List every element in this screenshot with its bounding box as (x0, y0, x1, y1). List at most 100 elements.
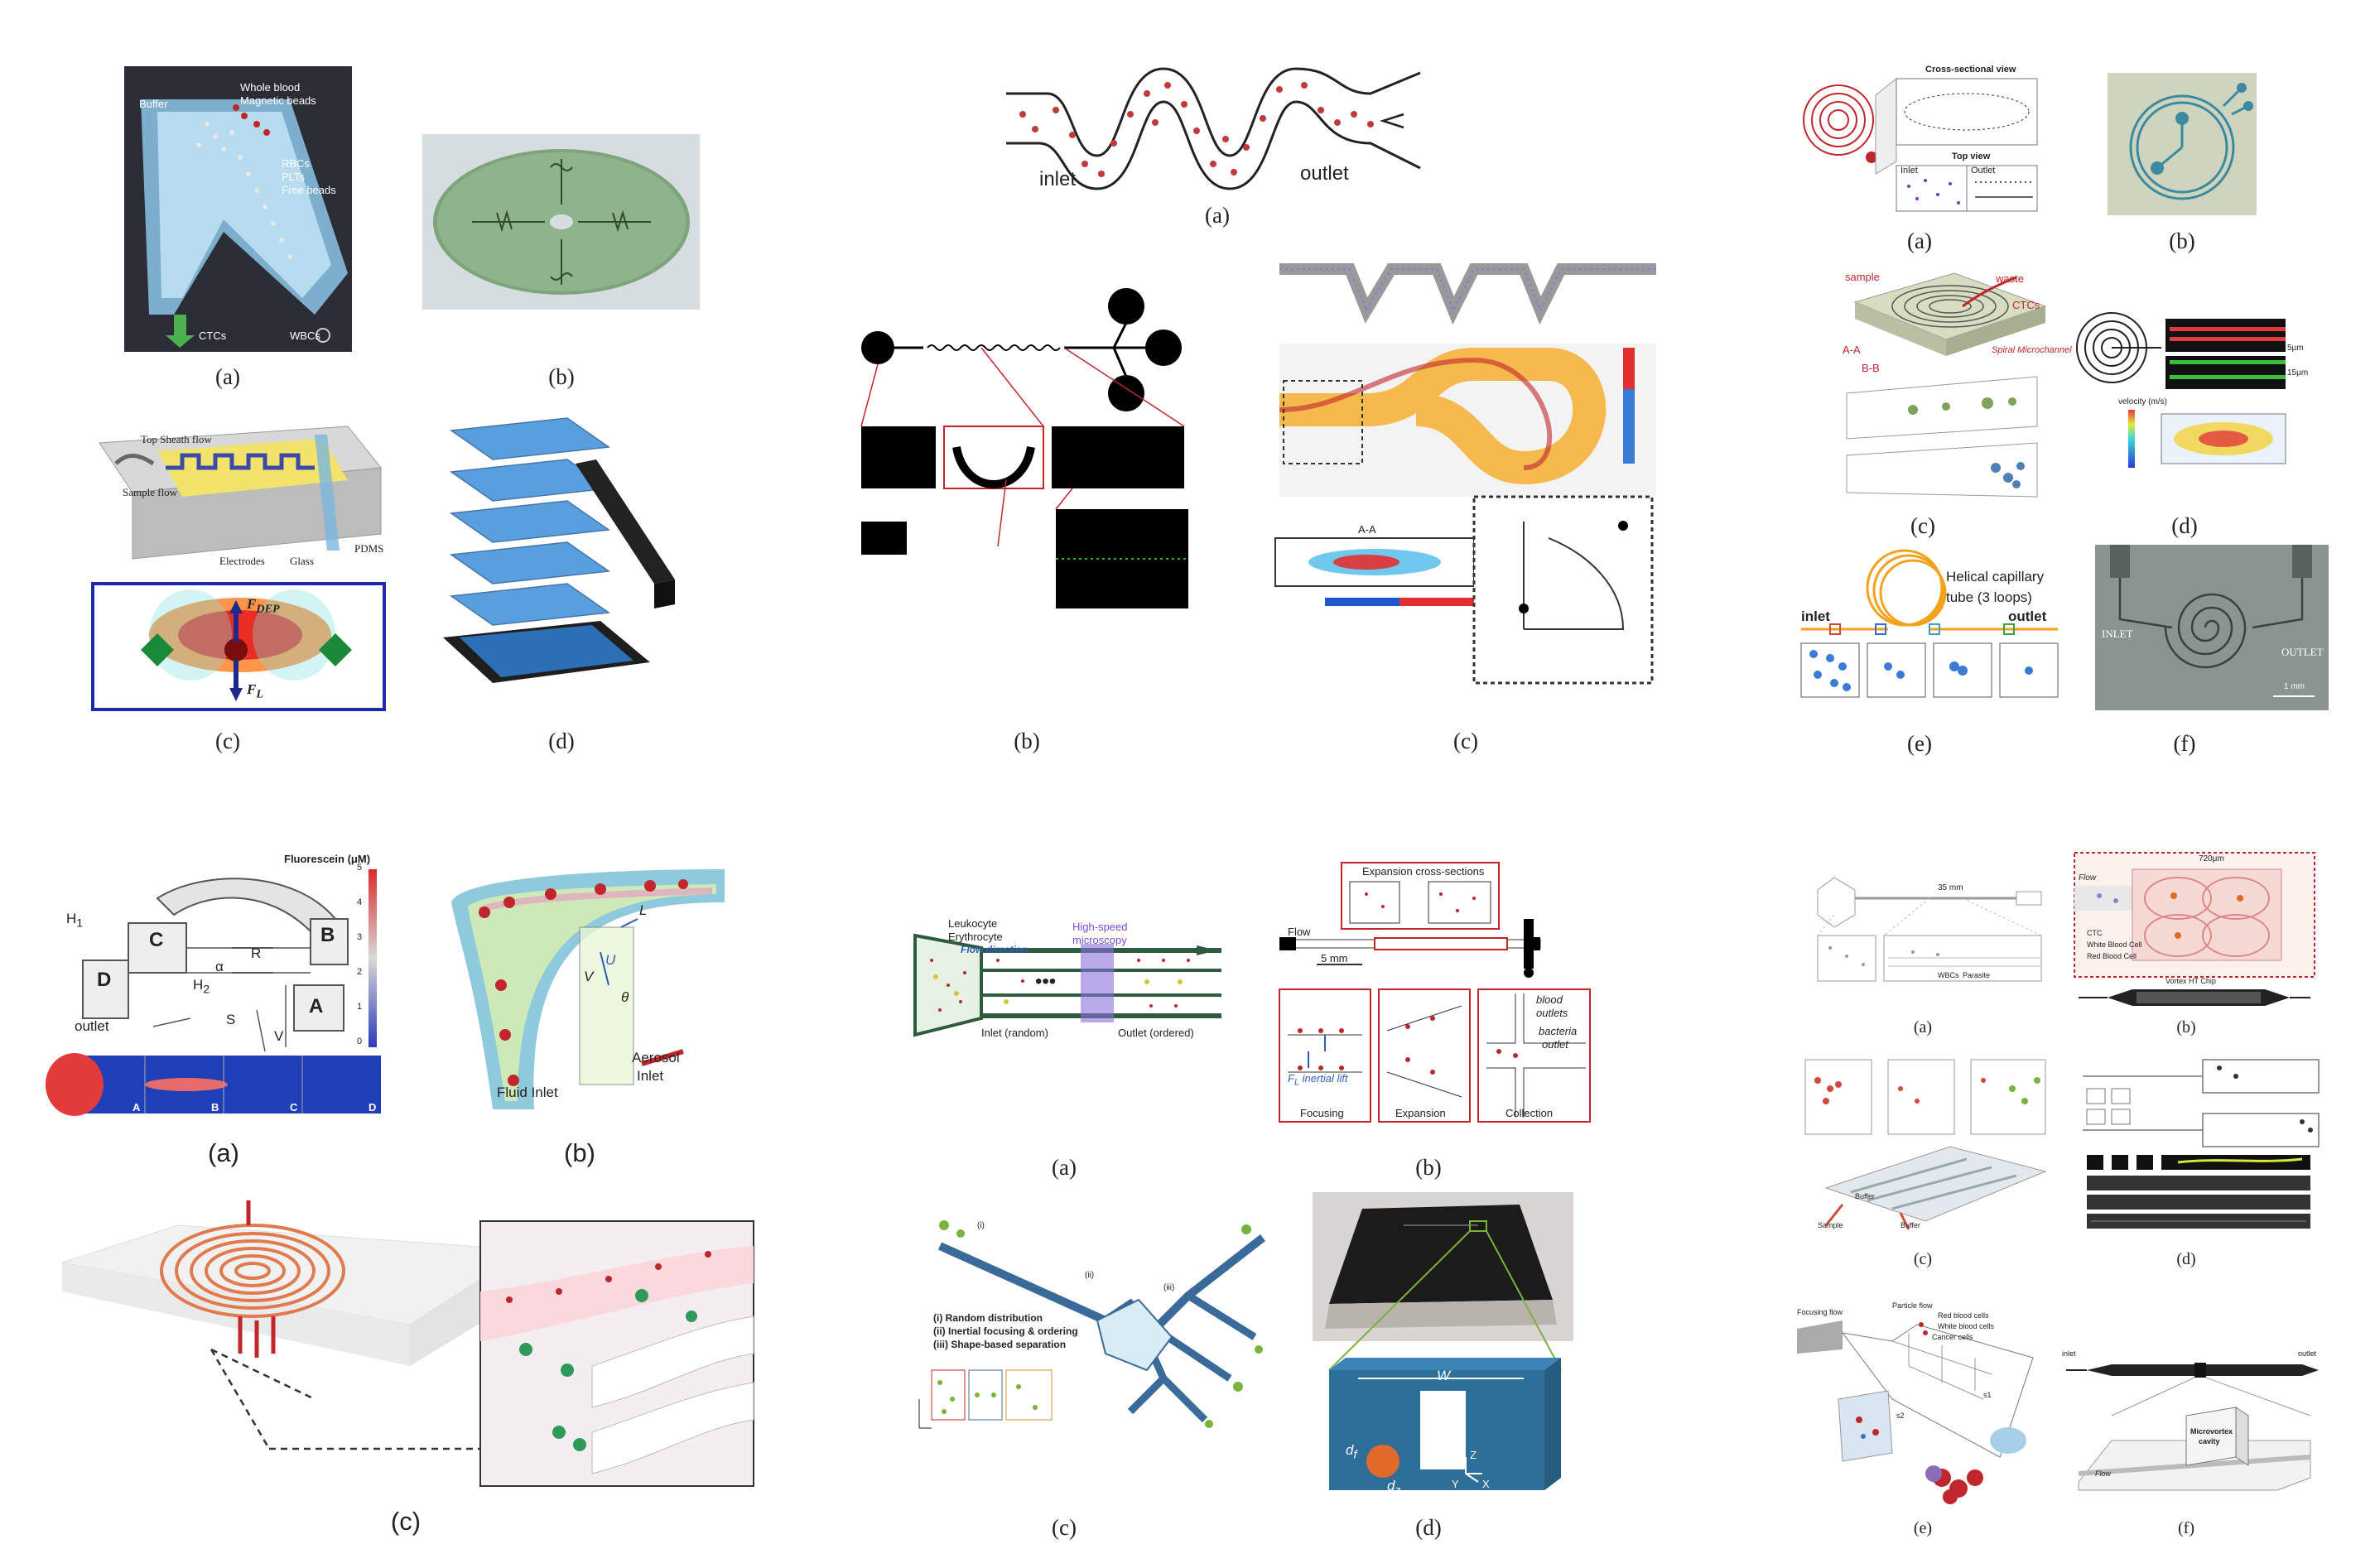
g4a-a-label: A (309, 995, 324, 1017)
g6e-particle-label: Particle flow (1892, 1301, 1933, 1310)
g3f-inlet-label: INLET (2102, 628, 2133, 640)
fig-g3f-spiral-photo: INLET OUTLET 1 mm (2095, 545, 2329, 710)
caption-g3e: (e) (1907, 731, 1932, 756)
caption-g4c: (c) (390, 1507, 422, 1536)
g3d-v2-label: 15μm (2287, 368, 2309, 378)
g5b-expansion-cs-label: Expansion cross-sections (1362, 865, 1485, 878)
caption-g4a: (a) (208, 1138, 239, 1167)
g6a-illustration (1817, 877, 2042, 982)
g4a-alpha-label: α (215, 959, 224, 974)
g6f-outlet-label: outlet (2298, 1349, 2317, 1358)
g4b-illustration (451, 869, 725, 1109)
caption-g6e: (e) (1913, 1519, 1933, 1537)
g5b-bacteria-label: bacteria (1539, 1025, 1578, 1037)
fig-g3a-spiral-cross-section: Cross-sectional view Top view Inlet Outl… (1801, 65, 2041, 215)
caption-g1a: (a) (215, 364, 240, 389)
g5b-blood-label: blood (1536, 993, 1563, 1006)
g5b-illustration (1279, 862, 1591, 1123)
g6a-parasite-label: Parasite (1963, 971, 1991, 979)
g3d-illustration (2076, 312, 2286, 468)
g2a-inlet-label: inlet (1039, 168, 1077, 190)
g5d-z-label: Z (1470, 1449, 1477, 1461)
g4a-c-label: C (149, 929, 164, 951)
g5d-dz-label: dz (1387, 1478, 1401, 1498)
g1a-plts-label: PLTs (282, 171, 305, 183)
g6e-s1-label: s1 (1983, 1391, 1992, 1399)
g4a-h1-label: H1 (66, 911, 84, 931)
caption-g5a: (a) (1052, 1155, 1077, 1180)
g4a-tick: 1 (357, 1002, 363, 1012)
g4a-d-label: D (97, 969, 112, 991)
fig-g5a-inertial-ordering: ••• Leukocyte Erythrocyte Flow direction… (913, 917, 1221, 1043)
g5b-outlet-label: outlet (1542, 1038, 1568, 1051)
caption-g2a: (a) (1205, 203, 1230, 228)
g4a-outlet-label: outlet (75, 1018, 109, 1034)
g5b-focusing-label: Focusing (1300, 1107, 1344, 1119)
g1a-whole-blood-label: Whole blood (240, 81, 301, 94)
fig-g6c-buffer-sample-chip: Buffer Sample Buffer (1801, 1056, 2050, 1234)
g1a-magnetic-beads-label: Magnetic beads (240, 94, 316, 107)
caption-g6d: (d) (2176, 1250, 2196, 1268)
fig-g5b-expansion-device: Expansion cross-sections Flow 5 mm FL in… (1275, 861, 1594, 1126)
g2a-illustration (1006, 67, 1421, 190)
g5b-outlets-label: outlets (1536, 1007, 1568, 1019)
g4b-vr-label: V (584, 969, 594, 984)
caption-g1b: (b) (548, 364, 575, 389)
g6b-dim-label: 720μm (2199, 854, 2224, 863)
g3e-illustration (1800, 549, 2059, 698)
g1c-glass-label: Glass (290, 555, 314, 567)
g3c-spiral-label: Spiral Microchannel (1992, 345, 2072, 355)
g4c-illustration (61, 1200, 754, 1487)
g5b-flow-label: Flow (1288, 926, 1311, 938)
g5b-expansion-label: Expansion (1395, 1107, 1446, 1119)
caption-g5d: (d) (1415, 1515, 1442, 1540)
g1c-fl-label: FL (247, 681, 263, 701)
g3a-top-view-label: Top view (1952, 152, 1991, 161)
g4a-tick: 0 (357, 1037, 363, 1046)
g5a-illustration: ••• (913, 933, 1221, 1037)
fig-g1a-ctc-chip: Buffer Whole blood Magnetic beads RBCs P… (124, 66, 352, 352)
caption-g3f: (f) (2173, 731, 2196, 756)
fig-g1b-disc-chip (422, 134, 700, 310)
g5c-illustration (918, 1220, 1266, 1429)
g4b-aerosol-label: Aerosol (632, 1050, 680, 1065)
caption-g1d: (d) (548, 729, 575, 753)
caption-g3c: (c) (1910, 513, 1935, 538)
svg-text:•••: ••• (1035, 970, 1056, 993)
g3f-outlet-label: OUTLET (2281, 646, 2324, 658)
g6f-illustration (2066, 1363, 2319, 1491)
fig-g1c-dep-device: Top Sheath flow Sample flow Electrodes G… (91, 418, 386, 712)
g1c-pdms-label: PDMS (354, 542, 384, 555)
g6b-wbc-label: White Blood Cell (2087, 940, 2142, 949)
g1a-free-beads-label: Free beads (282, 184, 336, 196)
g4a-illustration (46, 869, 381, 1116)
g1d-illustration (443, 417, 675, 683)
g2c-section-label: A-A (1358, 523, 1376, 536)
g3c-sample-label: sample (1845, 271, 1880, 283)
g4b-l-label: L (639, 902, 648, 918)
caption-g5c: (c) (1052, 1515, 1077, 1540)
g2b-illustration (860, 288, 1188, 608)
g1a-illustration (124, 66, 352, 352)
g6b-flow-label: Flow (2079, 873, 2097, 883)
caption-g1c: (c) (215, 729, 240, 753)
g6e-illustration (1797, 1320, 2034, 1504)
g5c-line1-label: (i) Random distribution (933, 1312, 1043, 1324)
g5c-line2-label: (ii) Inertial focusing & ordering (933, 1325, 1078, 1337)
caption-g2c: (c) (1453, 729, 1478, 753)
g4a-colorbar-ticks: 5 4 3 2 1 0 (357, 863, 367, 1053)
g4a-v-label: V (274, 1028, 284, 1044)
g4b-u-label: U (605, 952, 616, 968)
g1c-fdep-label: FDEP (247, 596, 280, 616)
fig-g6e-focusing-flow-chip: Focusing flow Particle flow Red blood ce… (1793, 1301, 2041, 1507)
g3a-illustration (1803, 77, 2038, 212)
g5c-ii-label: (ii) (1085, 1271, 1095, 1280)
g4b-fluid-inlet-label: Fluid Inlet (497, 1085, 558, 1100)
g3f-scale-label: 1 mm (2284, 682, 2305, 691)
g6c-sample-label: Sample (1818, 1221, 1843, 1229)
caption-g4b: (b) (564, 1138, 595, 1167)
g1a-rbcs-label: RBCs (282, 157, 310, 170)
caption-g6a: (a) (1913, 1018, 1933, 1037)
g1b-illustration (422, 134, 700, 310)
g3b-illustration (2108, 73, 2257, 215)
